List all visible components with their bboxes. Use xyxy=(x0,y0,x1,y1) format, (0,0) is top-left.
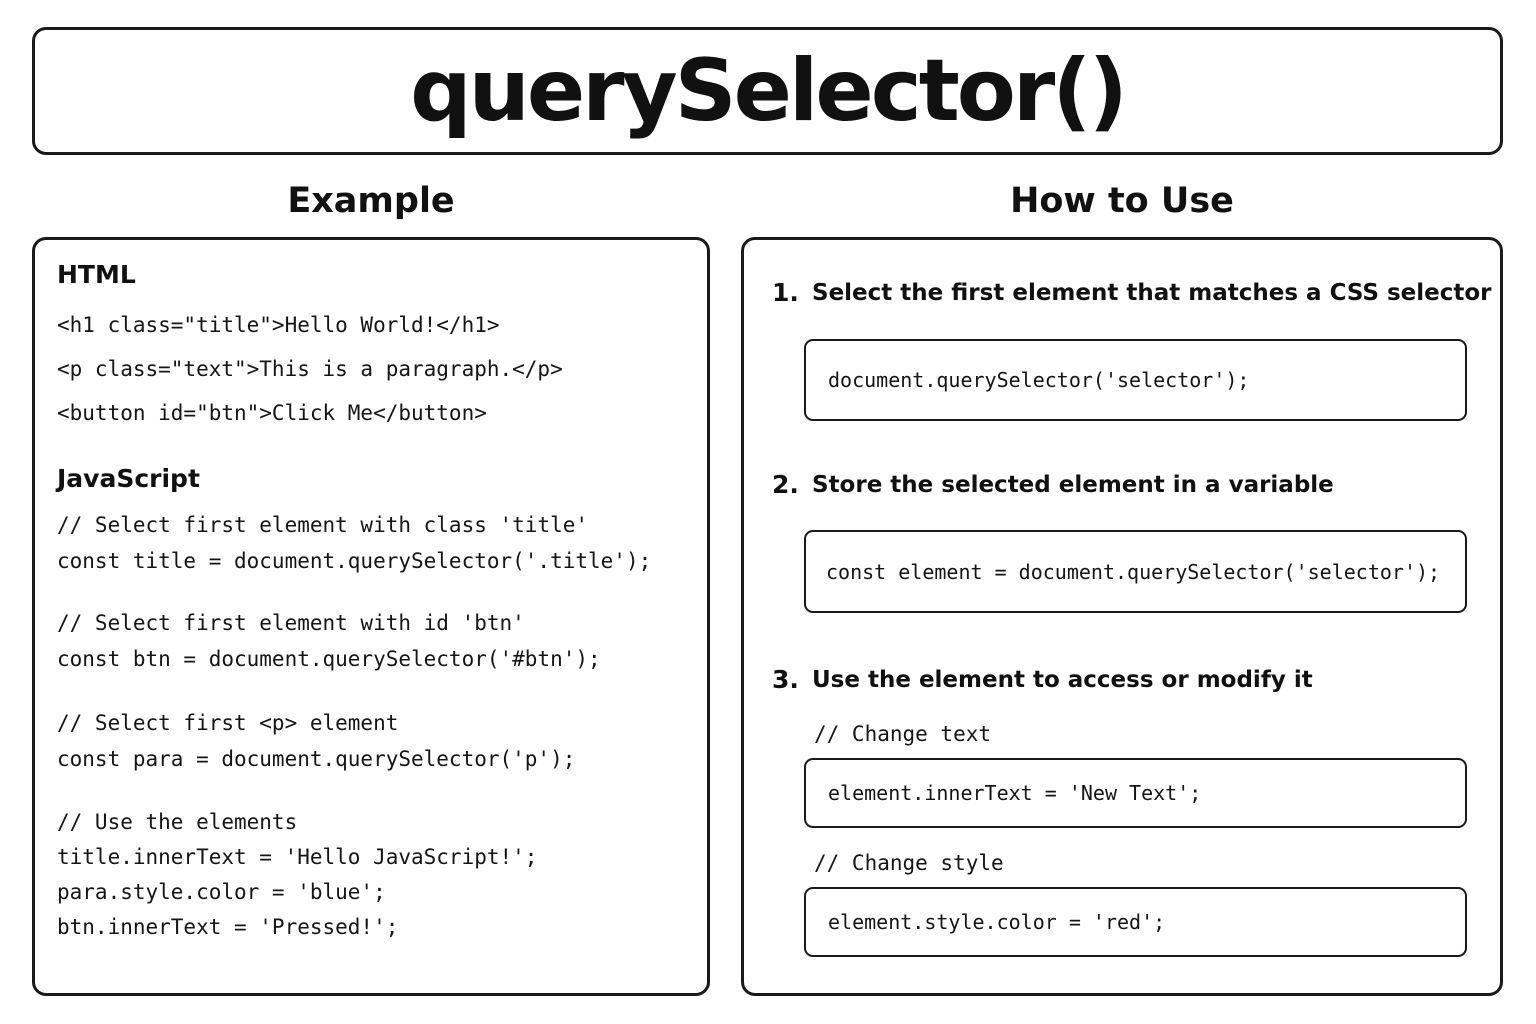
how-to-use-heading: How to Use xyxy=(1010,181,1234,221)
step-3-comment-change-style: // Change style xyxy=(814,851,1004,875)
js-code-line: // Select first element with class 'titl… xyxy=(57,513,589,537)
page-title: querySelector() xyxy=(410,41,1128,141)
javascript-label: JavaScript xyxy=(57,464,200,493)
step-3-code-box-style: element.style.color = 'red'; xyxy=(804,887,1467,957)
js-code-line: btn.innerText = 'Pressed!'; xyxy=(57,915,399,939)
js-code-line: const btn = document.querySelector('#btn… xyxy=(57,647,601,671)
html-code-line-p: <p class="text">This is a paragraph.</p> xyxy=(57,357,563,381)
js-code-line: // Select first element with id 'btn' xyxy=(57,611,525,635)
step-3-code-change-style: element.style.color = 'red'; xyxy=(828,910,1166,934)
js-code-line: const title = document.querySelector('.t… xyxy=(57,549,652,573)
js-code-line: title.innerText = 'Hello JavaScript!'; xyxy=(57,845,538,869)
step-2-text: Store the selected element in a variable xyxy=(812,472,1334,498)
js-code-line: const para = document.querySelector('p')… xyxy=(57,747,576,771)
step-1-text: Select the first element that matches a … xyxy=(812,280,1492,306)
title-banner: querySelector() xyxy=(32,27,1503,155)
step-2-number: 2. xyxy=(772,470,799,499)
js-code-line: para.style.color = 'blue'; xyxy=(57,880,386,904)
step-1-number: 1. xyxy=(772,278,799,307)
html-label: HTML xyxy=(57,260,136,289)
step-2-code: const element = document.querySelector('… xyxy=(826,559,1441,584)
html-code-line-h1: <h1 class="title">Hello World!</h1> xyxy=(57,313,500,337)
js-code-line: // Select first <p> element xyxy=(57,711,399,735)
step-3-code-box-text: element.innerText = 'New Text'; xyxy=(804,758,1467,828)
step-3-text: Use the element to access or modify it xyxy=(812,667,1313,693)
step-1-code-box: document.querySelector('selector'); xyxy=(804,339,1467,421)
step-3-code-change-text: element.innerText = 'New Text'; xyxy=(828,781,1202,805)
step-3-comment-change-text: // Change text xyxy=(814,722,992,746)
js-code-line: // Use the elements xyxy=(57,810,298,834)
step-1-code: document.querySelector('selector'); xyxy=(828,368,1250,392)
step-2-code-box: const element = document.querySelector('… xyxy=(804,530,1467,613)
example-panel: HTML <h1 class="title">Hello World!</h1>… xyxy=(32,237,710,996)
example-heading: Example xyxy=(287,181,455,221)
how-to-use-panel: 1. Select the first element that matches… xyxy=(741,237,1503,996)
step-3-number: 3. xyxy=(772,665,799,694)
html-code-line-button: <button id="btn">Click Me</button> xyxy=(57,401,487,425)
